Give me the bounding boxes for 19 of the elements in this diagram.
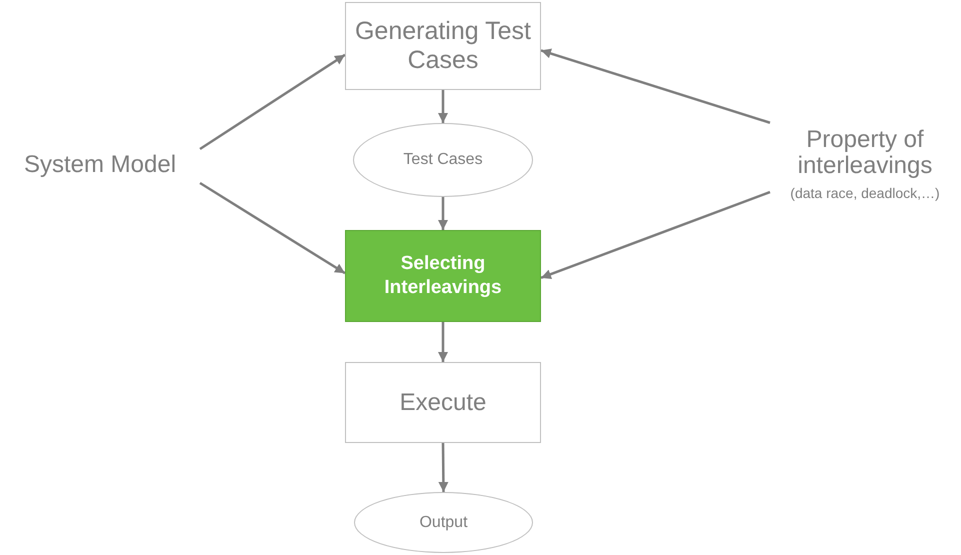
highlighted-process-box <box>345 230 541 322</box>
arrow <box>199 182 346 274</box>
node-label: Selecting Interleavings <box>383 252 503 300</box>
arrow <box>438 197 448 230</box>
arrow <box>438 322 448 362</box>
node-note: (data race, deadlock,…) <box>790 184 940 204</box>
node-label: System Model <box>24 150 176 180</box>
node-label: Output <box>419 512 468 532</box>
node-label: Property of interleavings <box>796 126 934 180</box>
arrow <box>438 442 448 492</box>
node-label: Execute <box>400 388 486 418</box>
arrow <box>540 190 770 280</box>
arrow <box>199 54 346 150</box>
process-box <box>345 362 541 443</box>
arrow <box>438 90 448 123</box>
process-box <box>345 2 541 90</box>
node-label: Generating Test Cases <box>354 17 532 75</box>
node-label: Test Cases <box>403 150 483 170</box>
arrow <box>540 48 770 124</box>
